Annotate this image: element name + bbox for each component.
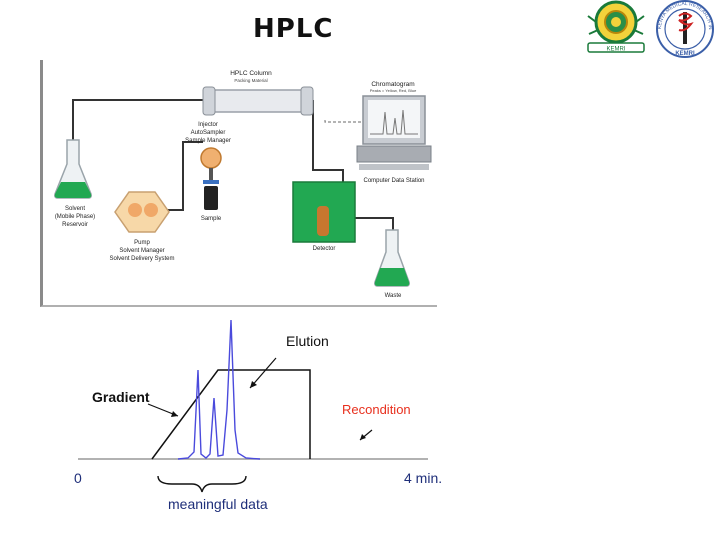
mobile-phase-label: (Mobile Phase) xyxy=(55,214,95,220)
injector-valve xyxy=(200,147,222,169)
chromatogram-peaks xyxy=(177,319,261,460)
x-start-label: 0 xyxy=(74,470,82,486)
left-logo-banner: KEMRI xyxy=(606,47,625,53)
solvent-label: Solvent xyxy=(65,206,85,212)
elution-arrow xyxy=(250,381,257,388)
elution-label: Elution xyxy=(286,333,329,349)
computer-monitor xyxy=(356,95,432,170)
autosampler-label: AutoSampler xyxy=(191,130,226,136)
solvent-delivery-label: Solvent Delivery System xyxy=(109,256,174,262)
column-subtitle: Packing Material xyxy=(234,78,267,83)
national-emblem-logo: KEMRI xyxy=(587,0,645,53)
meaningful-data-brace xyxy=(157,475,247,493)
waste-flask xyxy=(374,229,410,287)
data-cable xyxy=(324,120,363,123)
tube-column-to-detector xyxy=(312,100,344,182)
recondition-arrow xyxy=(360,434,366,440)
injector-label: Injector xyxy=(198,122,218,128)
reservoir-label: Reservoir xyxy=(62,222,88,228)
sample-tray xyxy=(203,180,219,184)
hplc-schematic: HPLC Column Packing Material Injector Au… xyxy=(40,60,437,307)
hplc-schematic-svg: HPLC Column Packing Material Injector Au… xyxy=(54,70,432,299)
pump xyxy=(114,191,170,233)
computer-label: Computer Data Station xyxy=(363,178,424,184)
page-title: HPLC xyxy=(253,14,334,44)
waste-label: Waste xyxy=(385,293,402,299)
solvent-manager-label: Solvent Manager xyxy=(119,248,164,254)
column-title: HPLC Column xyxy=(230,70,272,77)
solvent-reservoir-flask xyxy=(54,139,92,199)
gradient-plot: Elution Gradient Recondition 0 4 min. me… xyxy=(74,319,442,512)
chromatogram-subtitle: Peaks = Yellow, Red, Blue xyxy=(370,88,417,93)
gradient-profile-line xyxy=(151,369,311,460)
detector xyxy=(292,181,356,243)
sample-vial xyxy=(204,186,218,210)
sample-label: Sample xyxy=(201,216,222,222)
gradient-arrow xyxy=(171,411,178,417)
detector-label: Detector xyxy=(313,246,336,252)
recondition-label: Recondition xyxy=(342,402,411,417)
tube-pump-to-injector xyxy=(163,141,203,211)
pump-label: Pump xyxy=(134,240,150,246)
hplc-column xyxy=(202,86,314,116)
gradient-label: Gradient xyxy=(92,389,150,405)
meaningful-data-label: meaningful data xyxy=(168,496,268,512)
kemri-seal-logo: KENYA MEDICAL RESEARCH INSTITUTE KEMRI xyxy=(652,0,714,58)
sample-manager-label: Sample Manager xyxy=(185,138,231,144)
x-end-label: 4 min. xyxy=(404,470,442,486)
chromatogram-title: Chromatogram xyxy=(371,81,414,88)
right-logo-bottom: KEMRI xyxy=(675,51,695,57)
chromatogram-trace xyxy=(370,109,418,135)
